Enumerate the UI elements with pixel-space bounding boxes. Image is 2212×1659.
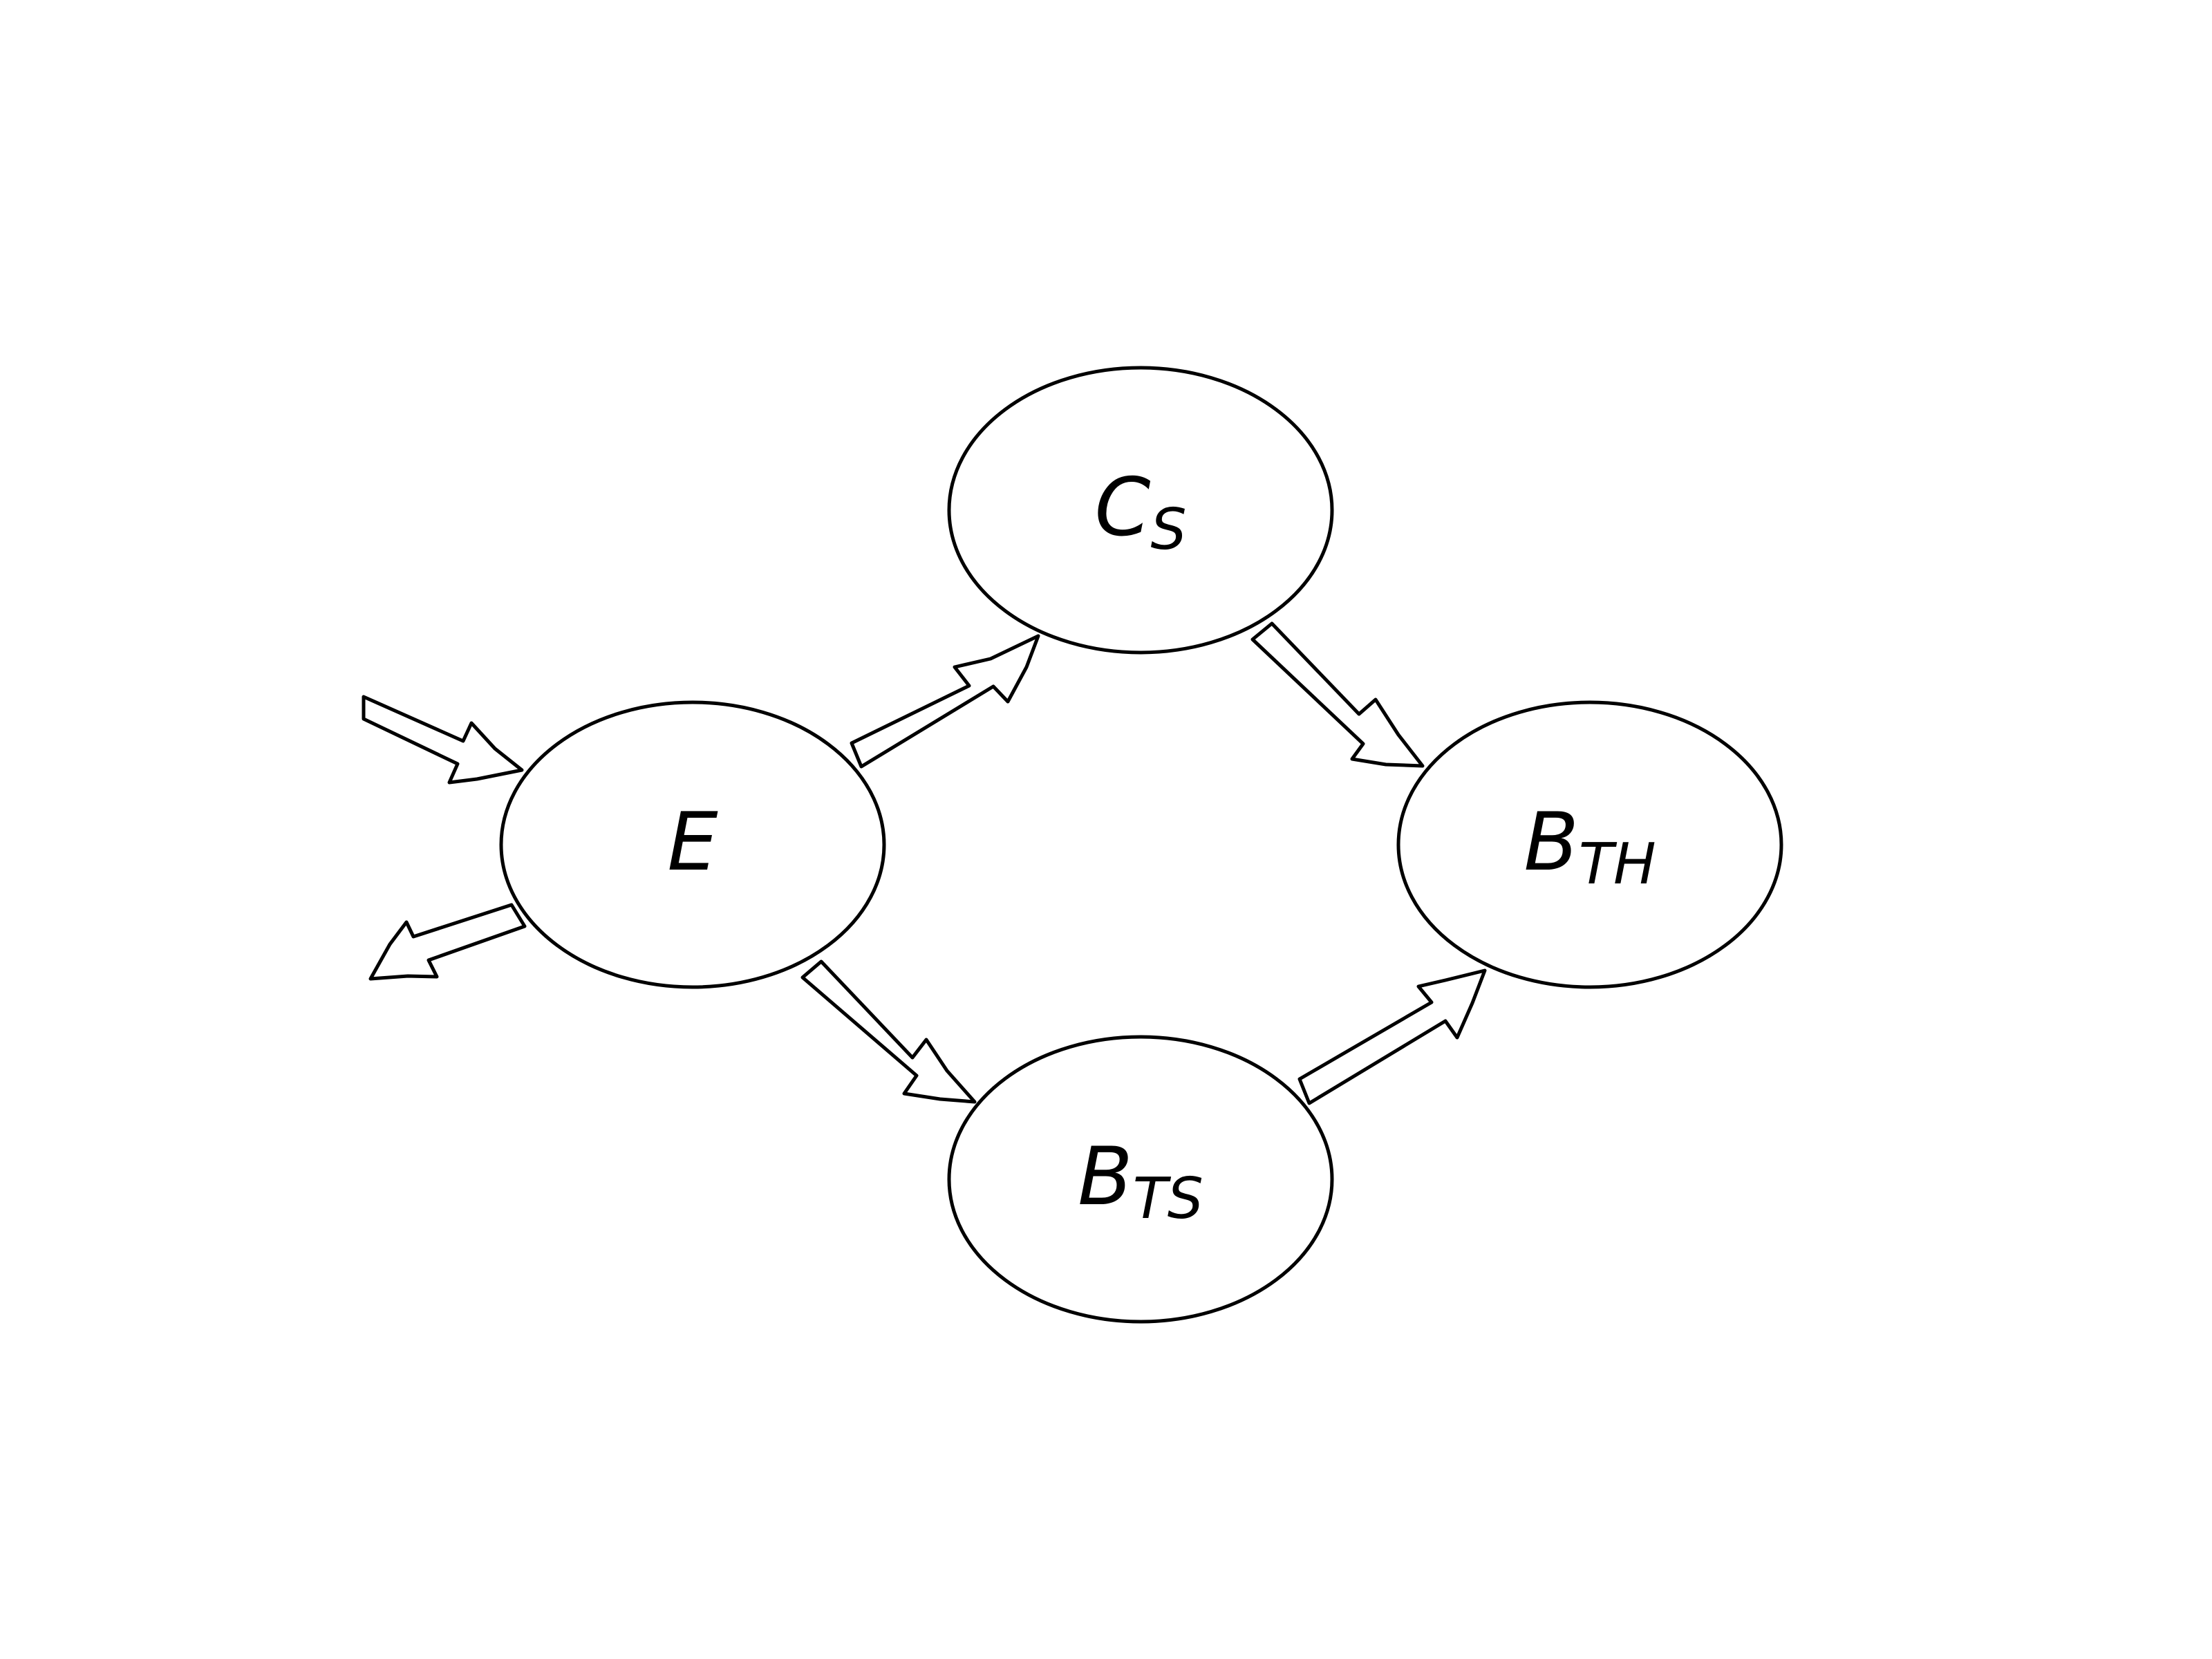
node-bth-label: BTH [1524, 796, 1656, 897]
arrows [362, 621, 1487, 1105]
node-bts-sub: TS [1133, 1166, 1203, 1232]
node-bth: BTH [1396, 700, 1783, 989]
node-cs-sub: S [1150, 497, 1186, 563]
arrow-e-to-cs [850, 634, 1040, 769]
node-cs: CS [947, 366, 1334, 655]
node-bth-main: B [1524, 796, 1579, 889]
node-bts-ellipse [947, 1035, 1334, 1324]
arrow-bts-to-bth [1297, 968, 1487, 1105]
node-e: E [499, 700, 886, 989]
arrow-e-to-bts [800, 959, 977, 1104]
node-e-main: E [667, 796, 718, 889]
node-cs-ellipse [947, 366, 1334, 655]
node-cs-main: C [1094, 461, 1150, 554]
arrow-outflow-from-e [368, 903, 527, 981]
node-bts-label: BTS [1078, 1130, 1203, 1232]
node-bth-sub: TH [1579, 832, 1656, 897]
node-bts-main: B [1078, 1130, 1133, 1224]
node-e-ellipse [499, 700, 886, 989]
arrow-cs-to-bth [1250, 621, 1425, 768]
node-bts: BTS [947, 1035, 1334, 1324]
arrow-inflow-to-e [362, 695, 524, 785]
node-e-label: E [667, 796, 718, 889]
node-bth-ellipse [1396, 700, 1783, 989]
node-cs-label: CS [1094, 461, 1186, 563]
